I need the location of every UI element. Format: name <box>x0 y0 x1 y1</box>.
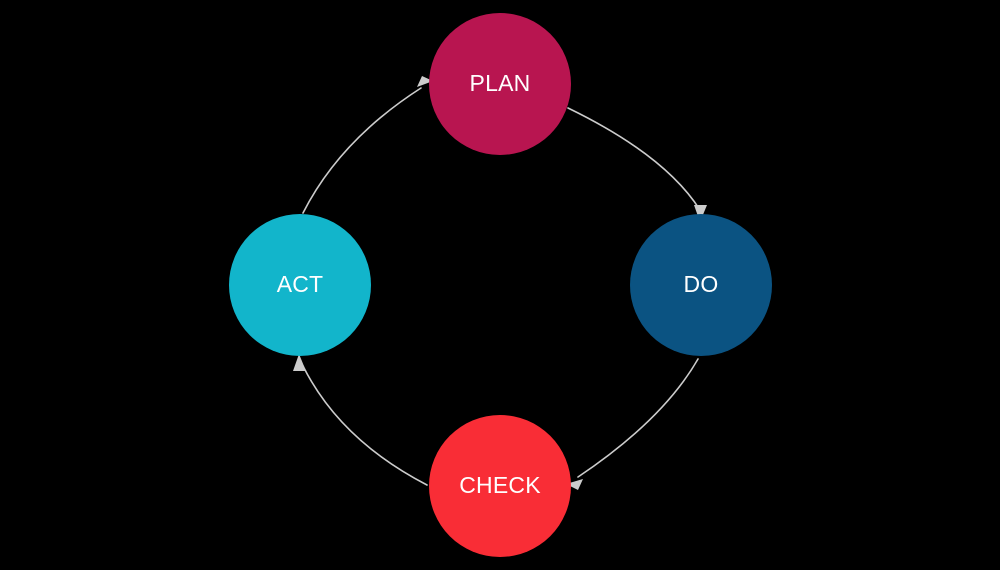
arrow-act-to-plan-path <box>302 87 422 214</box>
arrow-plan-to-do-path <box>567 107 701 211</box>
arrow-plan-to-do <box>567 107 707 222</box>
node-plan-label: PLAN <box>470 70 531 96</box>
arrow-do-to-check-path <box>577 358 699 478</box>
node-act-label: ACT <box>277 271 324 297</box>
node-check-circle[interactable] <box>429 415 571 557</box>
node-do[interactable]: DO <box>630 214 772 356</box>
node-do-circle[interactable] <box>630 214 772 356</box>
node-act[interactable]: ACT <box>229 214 371 356</box>
node-check[interactable]: CHECK <box>429 415 571 557</box>
arrow-check-to-act-head <box>293 354 306 371</box>
node-act-circle[interactable] <box>229 214 371 356</box>
arrow-do-to-check-head <box>566 479 583 490</box>
arrow-act-to-plan <box>302 76 433 214</box>
node-check-label: CHECK <box>459 472 541 498</box>
node-plan[interactable]: PLAN <box>429 13 571 155</box>
node-do-label: DO <box>684 271 719 297</box>
arrow-do-to-check <box>566 358 699 490</box>
arrow-act-to-plan-head <box>417 76 433 87</box>
node-plan-circle[interactable] <box>429 13 571 155</box>
arrow-plan-to-do-head <box>694 205 707 222</box>
arrow-check-to-act <box>293 354 428 486</box>
arrow-check-to-act-path <box>302 365 428 486</box>
arrow-group <box>293 76 707 490</box>
